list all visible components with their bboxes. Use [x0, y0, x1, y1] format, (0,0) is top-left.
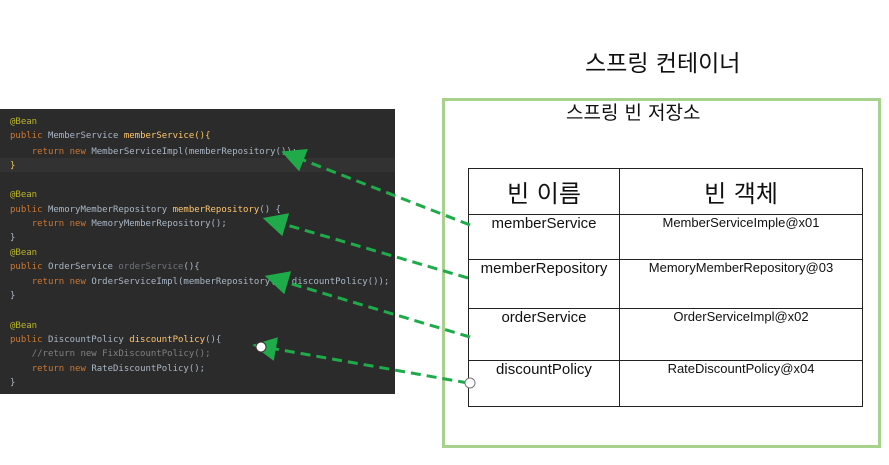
return-type: MemberService — [47, 131, 119, 141]
code-line-order-service-decl: public OrderService orderService(){ — [10, 261, 200, 273]
keyword-return: return — [31, 277, 65, 287]
method-signature: (){ — [183, 262, 200, 272]
keyword-public: public — [10, 131, 43, 141]
keyword-new: new — [69, 147, 86, 157]
open-brace: { — [205, 131, 211, 141]
bean-table: 빈 이름 빈 객체 memberService MemberServiceImp… — [468, 168, 863, 407]
table-row: memberRepository MemoryMemberRepository@… — [468, 258, 863, 309]
return-type: OrderService — [47, 262, 113, 272]
method-signature: (){ — [205, 335, 222, 345]
code-line-commented-out: //return new FixDiscountPolicy(); — [10, 348, 211, 360]
method-signature: () — [194, 131, 206, 141]
container-title: 스프링 컨테이너 — [585, 51, 741, 77]
close-brace: } — [10, 233, 16, 243]
bean-name-cell: discountPolicy — [468, 360, 620, 407]
return-type: DiscountPolicy — [47, 335, 124, 345]
code-line-member-repository-decl: public MemoryMemberRepository memberRepo… — [10, 204, 281, 216]
return-expression: MemoryMemberRepository(); — [91, 219, 227, 229]
bean-object-cell: MemberServiceImple@x01 — [619, 213, 863, 260]
close-brace: } — [10, 291, 16, 301]
spring-container-box — [442, 98, 881, 448]
header-bean-object: 빈 객체 — [619, 168, 863, 215]
arrow-member-repository — [262, 213, 469, 280]
arrow-member-service — [281, 148, 471, 227]
table-row: memberService MemberServiceImple@x01 — [468, 213, 863, 260]
return-expression: MemberServiceImpl(memberRepository()); — [91, 147, 298, 157]
code-comment: //return new FixDiscountPolicy(); — [31, 349, 211, 359]
keyword-new: new — [69, 277, 86, 287]
code-line-member-service-decl: public MemberService memberService(){ — [10, 130, 211, 142]
bean-annotation: @Bean — [10, 321, 38, 331]
keyword-return: return — [31, 364, 65, 374]
code-line-discount-policy-body: return new RateDiscountPolicy(); — [10, 363, 205, 375]
close-brace: } — [10, 161, 16, 171]
bean-object-cell: MemoryMemberRepository@03 — [619, 258, 863, 309]
bean-annotation: @Bean — [10, 190, 38, 200]
method-name: memberRepository — [172, 205, 260, 215]
keyword-return: return — [31, 219, 65, 229]
return-expression: OrderServiceImpl(memberRepository(), dis… — [91, 277, 390, 287]
bean-name-cell: memberRepository — [468, 258, 620, 309]
table-header-row: 빈 이름 빈 객체 — [468, 168, 863, 215]
return-type: MemoryMemberRepository — [47, 205, 168, 215]
keyword-public: public — [10, 205, 43, 215]
bean-name-cell: orderService — [468, 307, 620, 362]
arrow-discount-policy — [252, 337, 469, 385]
code-editor: @Bean public MemberService memberService… — [0, 109, 395, 394]
code-line-member-service-body: return new MemberServiceImpl(memberRepos… — [10, 146, 298, 158]
keyword-public: public — [10, 262, 43, 272]
connector-handle[interactable] — [464, 377, 476, 389]
method-signature: () { — [259, 205, 281, 215]
keyword-return: return — [31, 147, 65, 157]
keyword-new: new — [69, 219, 86, 229]
table-row: discountPolicy RateDiscountPolicy@x04 — [468, 360, 863, 407]
table-row: orderService OrderServiceImpl@x02 — [468, 307, 863, 362]
close-brace: } — [10, 378, 16, 388]
bean-annotation: @Bean — [10, 248, 38, 258]
arrow-order-service — [264, 271, 471, 339]
bean-name-cell: memberService — [468, 213, 620, 260]
keyword-public: public — [10, 335, 43, 345]
header-bean-name: 빈 이름 — [468, 168, 620, 215]
bean-object-cell: RateDiscountPolicy@x04 — [619, 360, 863, 407]
code-line-member-repository-body: return new MemoryMemberRepository(); — [10, 218, 227, 230]
method-name: memberService — [123, 131, 195, 141]
bean-annotation: @Bean — [10, 117, 38, 127]
keyword-new: new — [69, 364, 86, 374]
bean-object-cell: OrderServiceImpl@x02 — [619, 307, 863, 362]
connector-handle[interactable] — [255, 341, 267, 353]
code-line-order-service-body: return new OrderServiceImpl(memberReposi… — [10, 276, 390, 288]
method-name: orderService — [118, 262, 184, 272]
method-name: discountPolicy — [129, 335, 206, 345]
code-line-discount-policy-decl: public DiscountPolicy discountPolicy(){ — [10, 334, 221, 346]
return-expression: RateDiscountPolicy(); — [91, 364, 206, 374]
bean-store-label: 스프링 빈 저장소 — [566, 102, 701, 124]
